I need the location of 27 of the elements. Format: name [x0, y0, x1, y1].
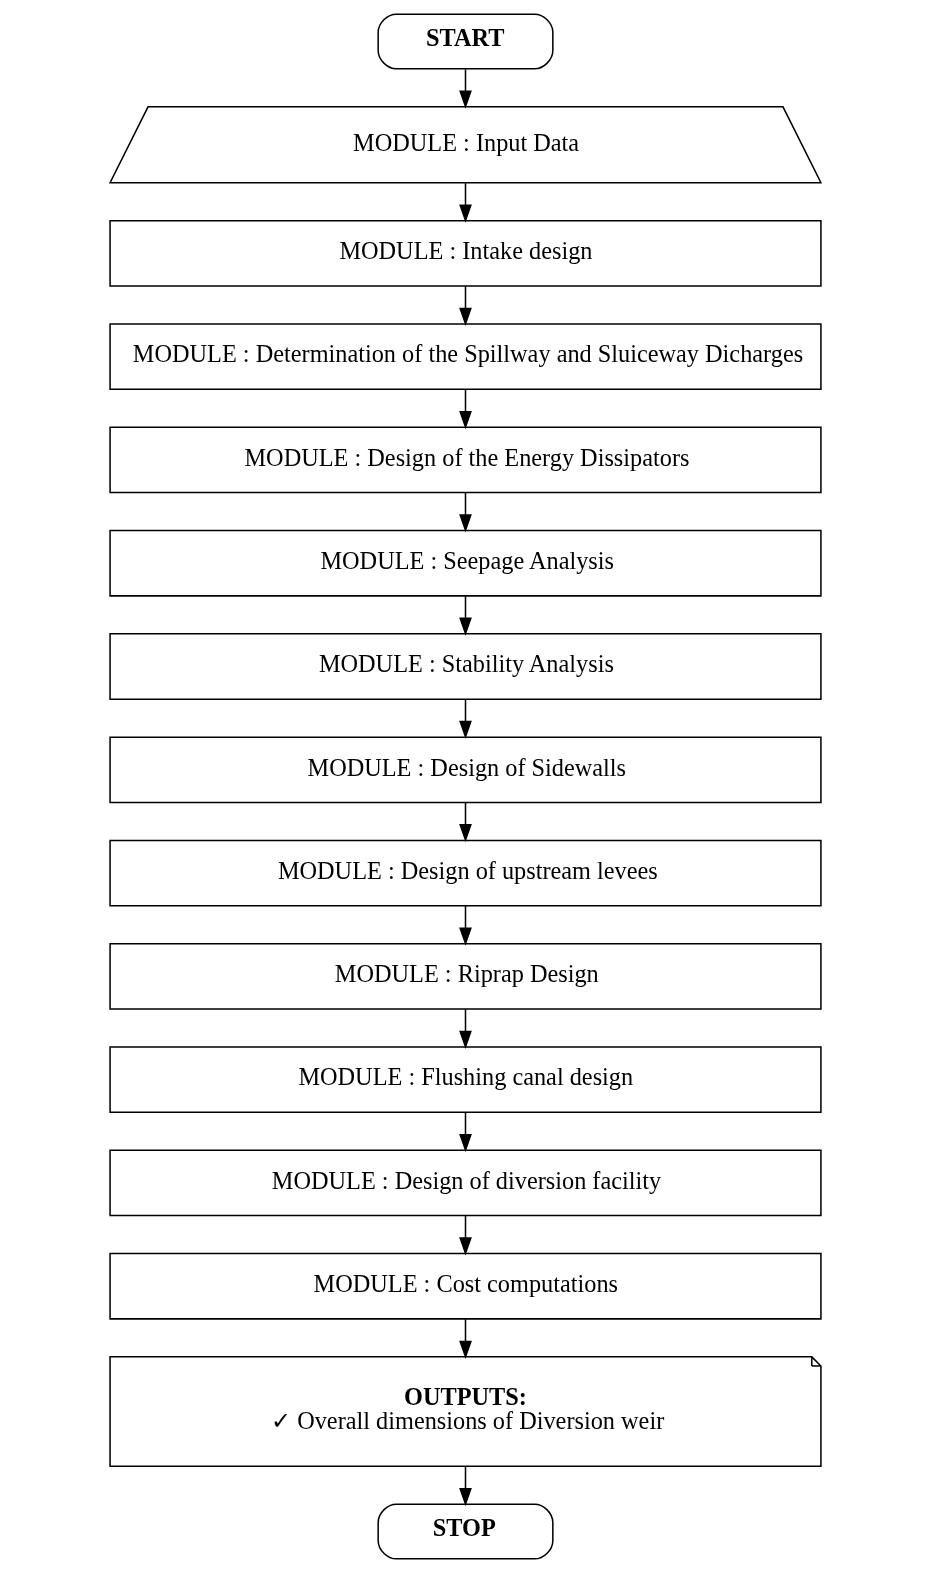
arrow [459, 905, 472, 946]
arrow [459, 1318, 472, 1360]
node-box: MODULE : Stability Analysis [109, 633, 822, 700]
node-box: MODULE : Determination of the Spillway and Sluiceway Dicharges [109, 323, 822, 391]
arrow [459, 698, 472, 740]
arrow [459, 595, 472, 636]
arrow [459, 285, 472, 326]
node-box: MODULE : Flushing canal design [109, 1046, 822, 1114]
arrow [459, 1008, 472, 1049]
arrow [459, 491, 472, 533]
arrow [459, 68, 472, 109]
node-box: MODULE : Design of diversion facility [109, 1149, 822, 1217]
arrow [459, 801, 472, 843]
node-box: MODULE : Intake design [109, 219, 822, 287]
node-box: MODULE : Seepage Analysis [109, 529, 822, 597]
node-box: START [377, 13, 554, 70]
node-box: MODULE : Design of upstream levees [109, 839, 822, 907]
node-box: MODULE : Cost computations [109, 1252, 822, 1320]
node-box: STOP [377, 1503, 554, 1560]
node-box: MODULE : Design of Sidewalls [109, 736, 822, 804]
arrow [459, 388, 472, 430]
arrow [459, 1111, 472, 1153]
node-box: MODULE : Riprap Design [109, 942, 822, 1010]
arrow [459, 1465, 472, 1507]
node-box: MODULE : Design of the Energy Dissipators [109, 426, 822, 494]
arrow [459, 182, 472, 223]
arrow [459, 1214, 472, 1256]
